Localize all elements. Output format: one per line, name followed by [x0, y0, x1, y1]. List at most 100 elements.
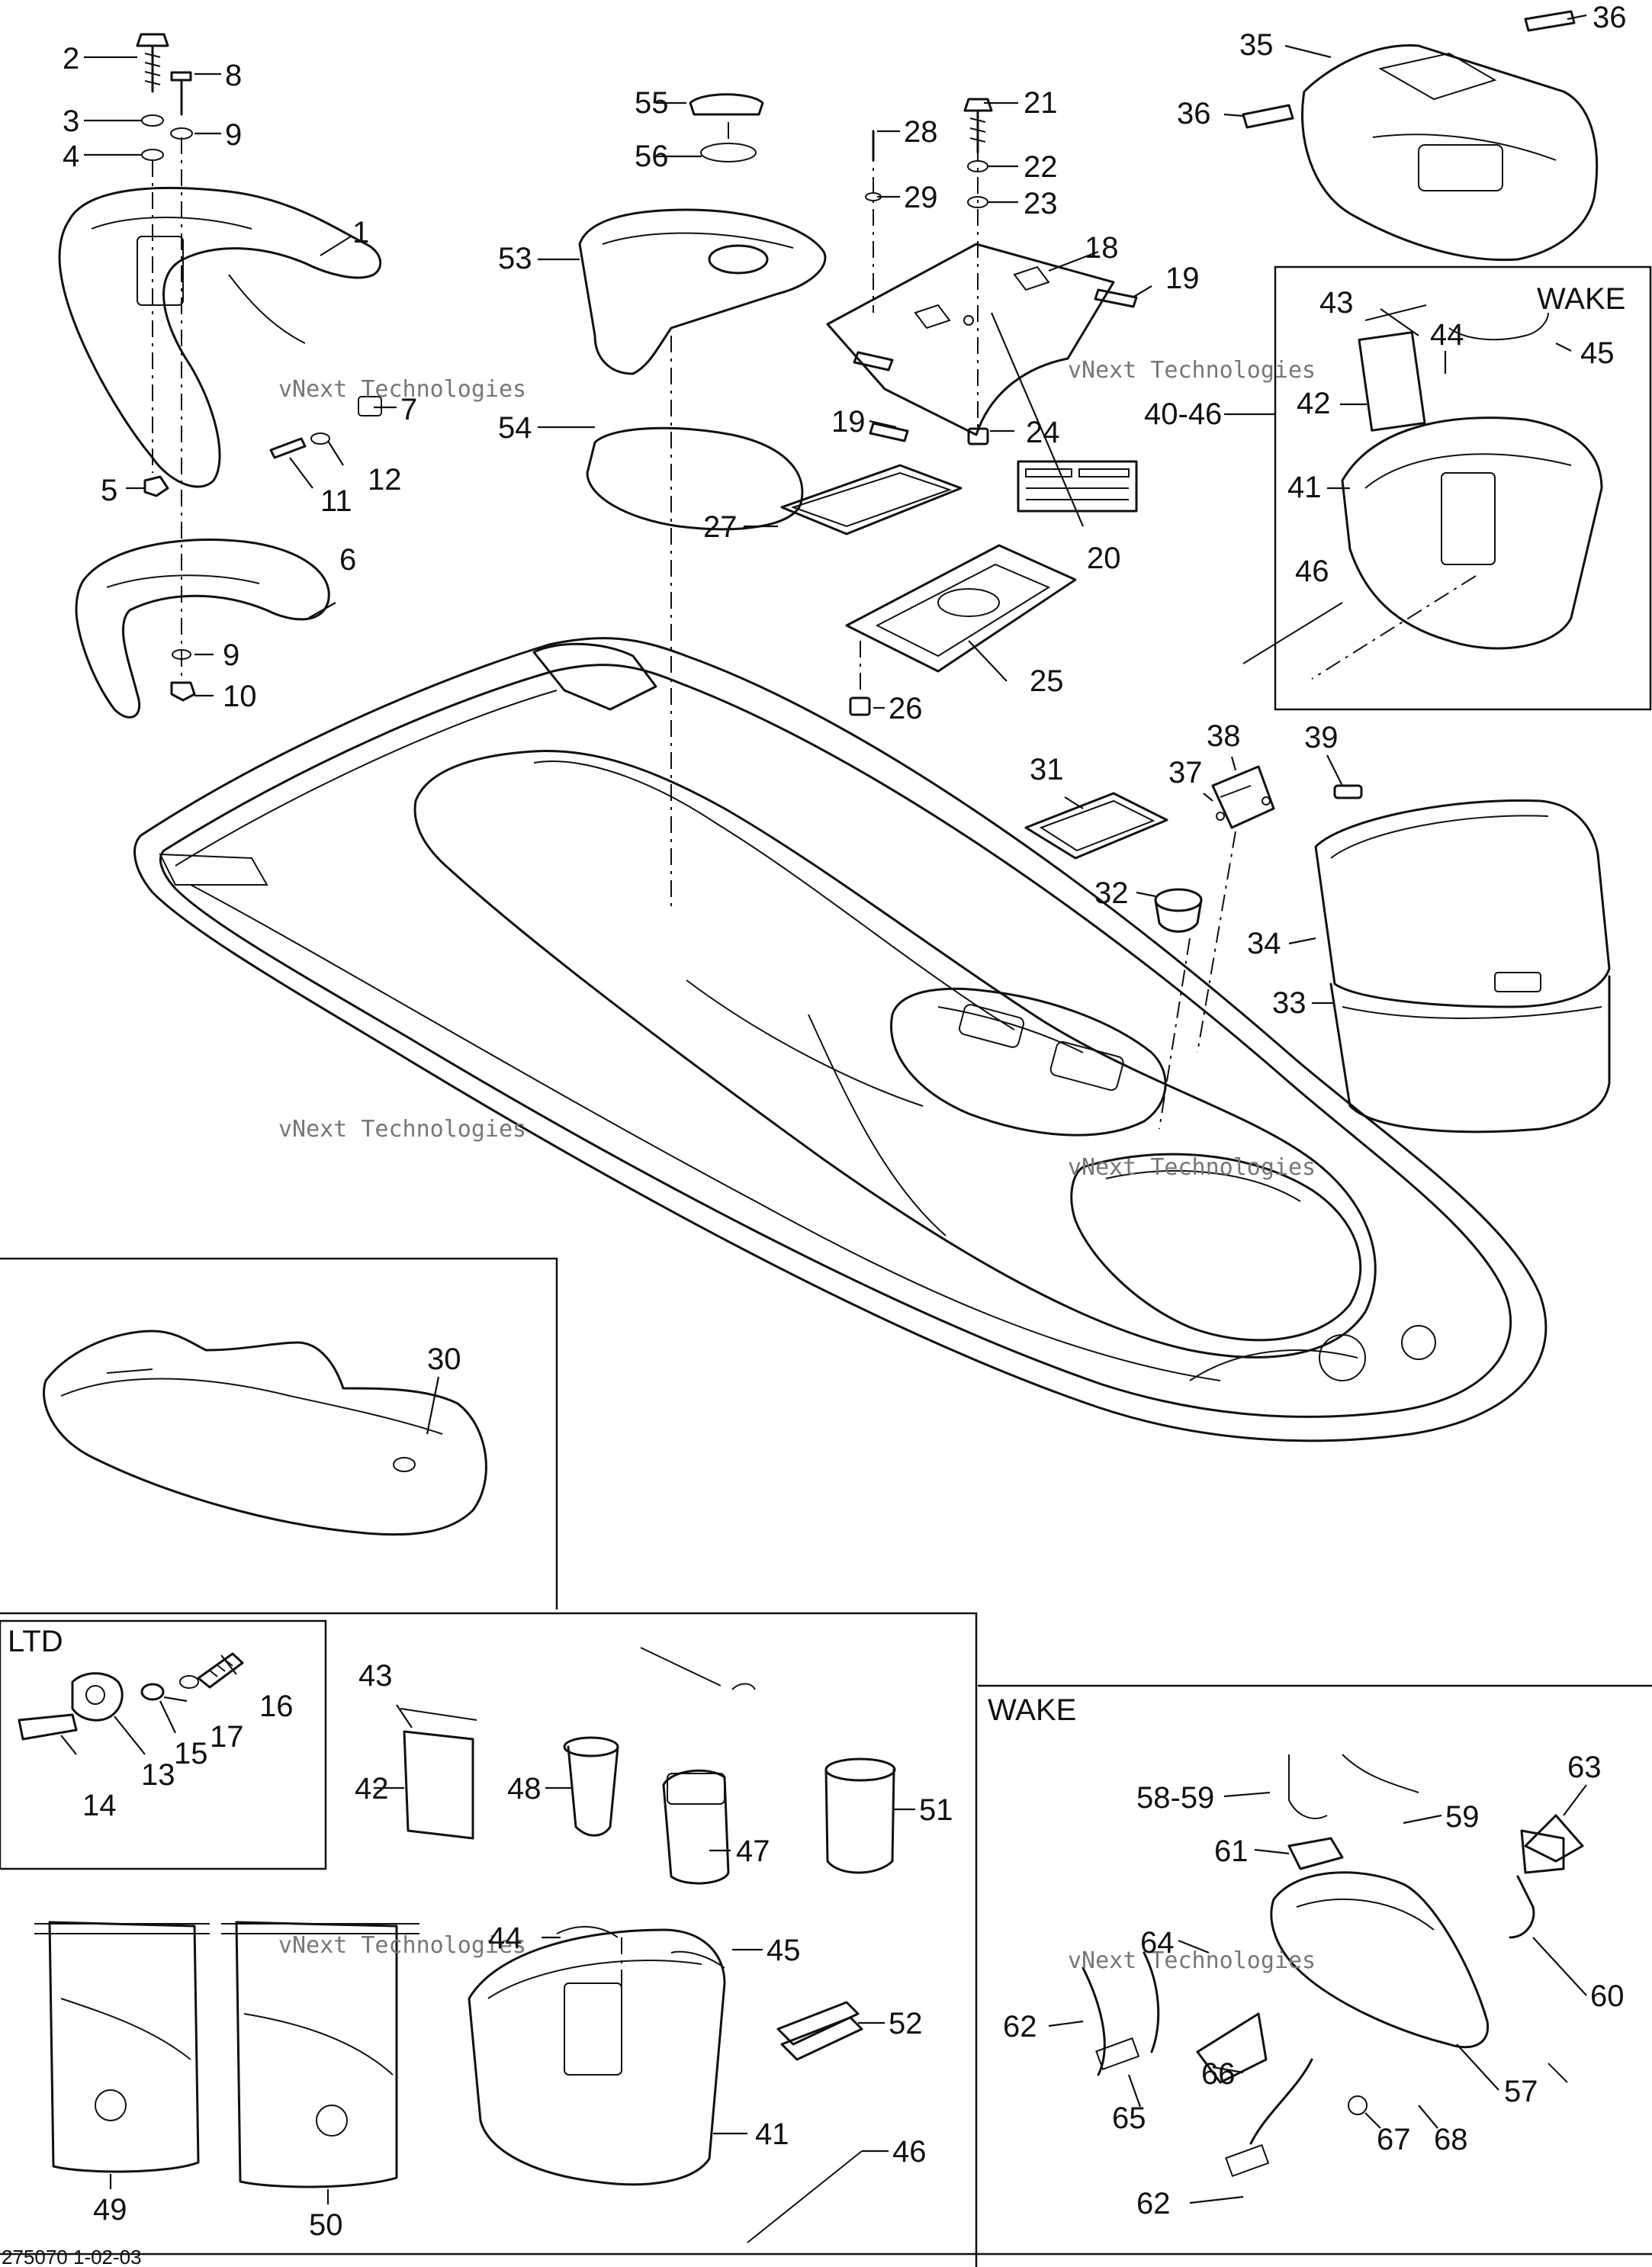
callout-62: 62	[1003, 2010, 1037, 2044]
callout-40-46: 40-46	[1144, 397, 1222, 431]
cover-box	[0, 1257, 558, 1609]
watermark-text: vNext Technologies	[1068, 1947, 1316, 1974]
callout-18: 18	[1085, 231, 1119, 265]
callout-39: 39	[1304, 721, 1339, 754]
callout-19: 19	[1165, 262, 1200, 295]
callout-68: 68	[1434, 2123, 1468, 2156]
callout-45: 45	[1580, 336, 1615, 370]
callout-46: 46	[1295, 555, 1329, 588]
ltd-box	[0, 1619, 327, 1870]
callout-50: 50	[309, 2208, 343, 2242]
callout-35: 35	[1239, 28, 1274, 62]
watermark-text: vNext Technologies	[278, 1116, 526, 1143]
callout-53: 53	[498, 242, 532, 275]
watermark-text: vNext Technologies	[1068, 1154, 1316, 1181]
bags	[34, 1921, 419, 2188]
callout-20: 20	[1087, 542, 1121, 575]
callout-63: 63	[1567, 1751, 1602, 1784]
callout-6: 6	[339, 543, 356, 577]
callout-49: 49	[93, 2193, 127, 2227]
callout-9b: 9	[223, 638, 239, 672]
callout-31: 31	[1030, 753, 1064, 786]
callout-67: 67	[1377, 2123, 1411, 2156]
callout-48: 48	[507, 1772, 542, 1806]
callout-24: 24	[1026, 416, 1060, 449]
callout-44b: 44	[488, 1921, 522, 1955]
callout-30: 30	[427, 1343, 461, 1376]
ltd-parts	[18, 1652, 244, 1741]
wake-bottom-label: WAKE	[988, 1693, 1076, 1727]
callout-21: 21	[1024, 86, 1058, 120]
part-35-storage-lid	[1242, 10, 1599, 262]
callout-22: 22	[1024, 150, 1058, 184]
callout-66: 66	[1201, 2057, 1236, 2091]
callout-58-59: 58-59	[1136, 1781, 1214, 1815]
callout-41: 41	[1287, 471, 1322, 504]
callout-65: 65	[1112, 2101, 1146, 2135]
watermark-text: vNext Technologies	[278, 376, 526, 403]
wake-bottom-parts	[1082, 1754, 1584, 2178]
callout-38: 38	[1207, 719, 1241, 753]
part-18-console-plate	[826, 98, 1138, 445]
callout-2: 2	[63, 42, 79, 76]
callout-23: 23	[1024, 187, 1058, 220]
watermark-text: vNext Technologies	[278, 1932, 526, 1959]
callout-62b: 62	[1136, 2187, 1171, 2220]
callout-52: 52	[889, 2007, 923, 2040]
callout-37: 37	[1168, 756, 1203, 789]
callout-19b: 19	[831, 405, 866, 439]
callout-14: 14	[82, 1789, 117, 1822]
wake-top-label: WAKE	[1537, 282, 1625, 316]
callout-64: 64	[1140, 1926, 1175, 1960]
deck-body	[133, 637, 1548, 1442]
wake-top-box	[1274, 265, 1652, 711]
callout-13: 13	[141, 1758, 175, 1792]
ltd-label: LTD	[8, 1625, 63, 1658]
callout-11: 11	[320, 484, 352, 518]
callout-4: 4	[63, 140, 79, 173]
part-25-console-tray	[845, 544, 1077, 716]
callout-29: 29	[904, 181, 938, 214]
callout-51: 51	[919, 1793, 953, 1827]
callout-59: 59	[1445, 1800, 1480, 1834]
part-38-latch	[1211, 765, 1275, 829]
callout-42b: 42	[355, 1772, 389, 1806]
callout-32: 32	[1094, 876, 1129, 910]
callout-34: 34	[1247, 927, 1281, 960]
callout-28: 28	[904, 115, 938, 149]
callout-41b: 41	[755, 2117, 789, 2151]
part-53-glove-bin	[578, 93, 827, 908]
watermark-text: vNext Technologies	[1068, 357, 1316, 384]
part-1-grab-handle	[58, 186, 382, 488]
callout-5: 5	[101, 474, 117, 507]
callout-55: 55	[635, 86, 669, 120]
callout-10: 10	[223, 680, 257, 713]
bottom-storage-parts	[400, 1647, 896, 2243]
part-31-gasket	[1024, 792, 1168, 860]
callout-60: 60	[1590, 1979, 1625, 2013]
callout-54: 54	[498, 411, 532, 445]
callouts: 2 3 4 8 9 1 7 12 11 5 6 9 10 55 56 53 54…	[63, 1, 1627, 2242]
callout-36b: 36	[1177, 97, 1211, 130]
callout-43b: 43	[358, 1659, 393, 1693]
callout-26: 26	[889, 692, 923, 725]
callout-47: 47	[736, 1835, 770, 1868]
wake-top-storage	[1242, 304, 1603, 680]
callout-12: 12	[368, 463, 402, 497]
callout-1: 1	[352, 216, 369, 249]
callout-43: 43	[1319, 286, 1354, 320]
part-33-34-storage-bin	[1314, 799, 1611, 1134]
callout-45b: 45	[767, 1934, 801, 1967]
part-39-pin	[1333, 784, 1363, 799]
callout-17: 17	[210, 1720, 244, 1754]
callout-3: 3	[63, 105, 79, 138]
part-30-cover	[43, 1330, 487, 1536]
leader-lines	[60, 14, 1587, 2204]
callout-16: 16	[259, 1690, 294, 1723]
hardware-left	[136, 33, 382, 702]
callout-56: 56	[635, 140, 669, 173]
callout-36: 36	[1593, 1, 1627, 34]
callout-27: 27	[703, 510, 738, 544]
section-boxes	[0, 265, 1652, 2267]
